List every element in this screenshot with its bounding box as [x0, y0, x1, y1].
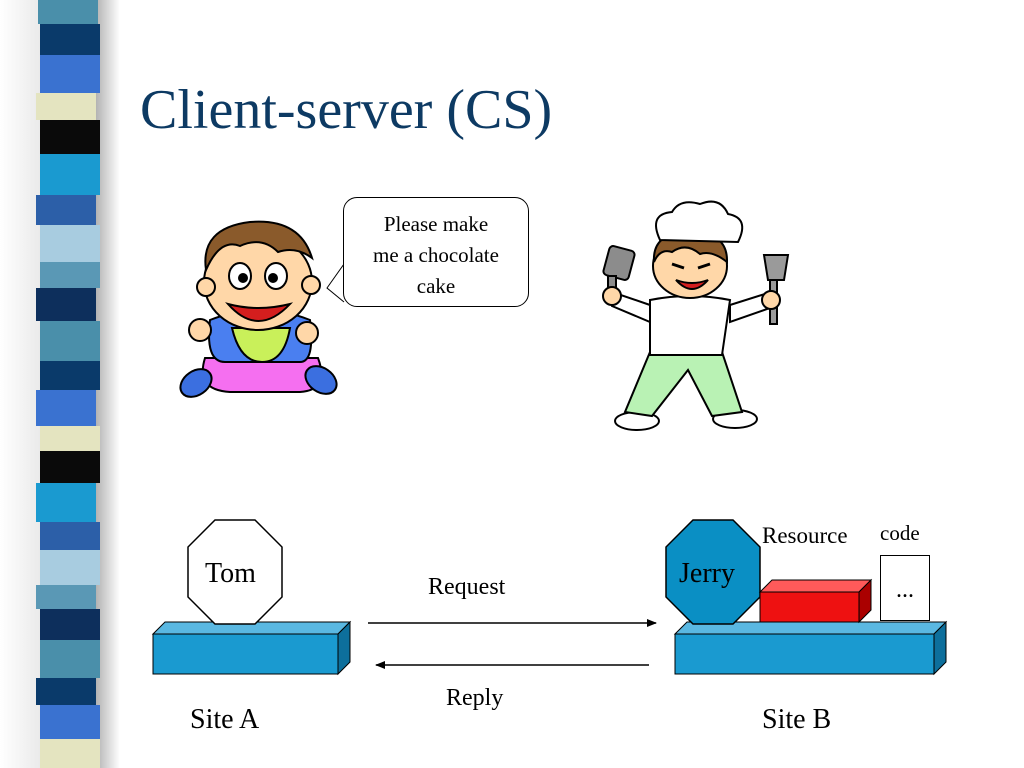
jerry-label: Jerry [679, 558, 735, 589]
site-a-label: Site A [190, 704, 260, 735]
tom-node-octagon [187, 519, 283, 625]
code-content: ... [896, 577, 914, 603]
jerry-node-octagon [665, 519, 761, 625]
slide-title: Client-server (CS) [140, 79, 553, 141]
speech-bubble: Please make me a chocolate cake [343, 197, 529, 307]
code-label: code [880, 521, 920, 545]
site-b-platform [673, 620, 948, 676]
resource-label: Resource [762, 523, 848, 548]
request-label: Request [428, 574, 506, 600]
site-a-platform [151, 620, 352, 676]
reply-label: Reply [446, 685, 504, 711]
code-document: ... [880, 555, 930, 621]
jerry-chef-cartoon [602, 200, 790, 431]
tom-cartoon [179, 220, 338, 398]
resource-box [758, 578, 873, 624]
speech-bubble-tail [326, 264, 345, 303]
tom-label: Tom [205, 558, 256, 589]
site-b-label: Site B [762, 704, 832, 735]
speech-line-3: cake [416, 274, 456, 298]
decorative-stripe-bar [0, 0, 120, 768]
speech-line-1: Please make [383, 212, 489, 236]
speech-line-2: me a chocolate [373, 243, 499, 267]
